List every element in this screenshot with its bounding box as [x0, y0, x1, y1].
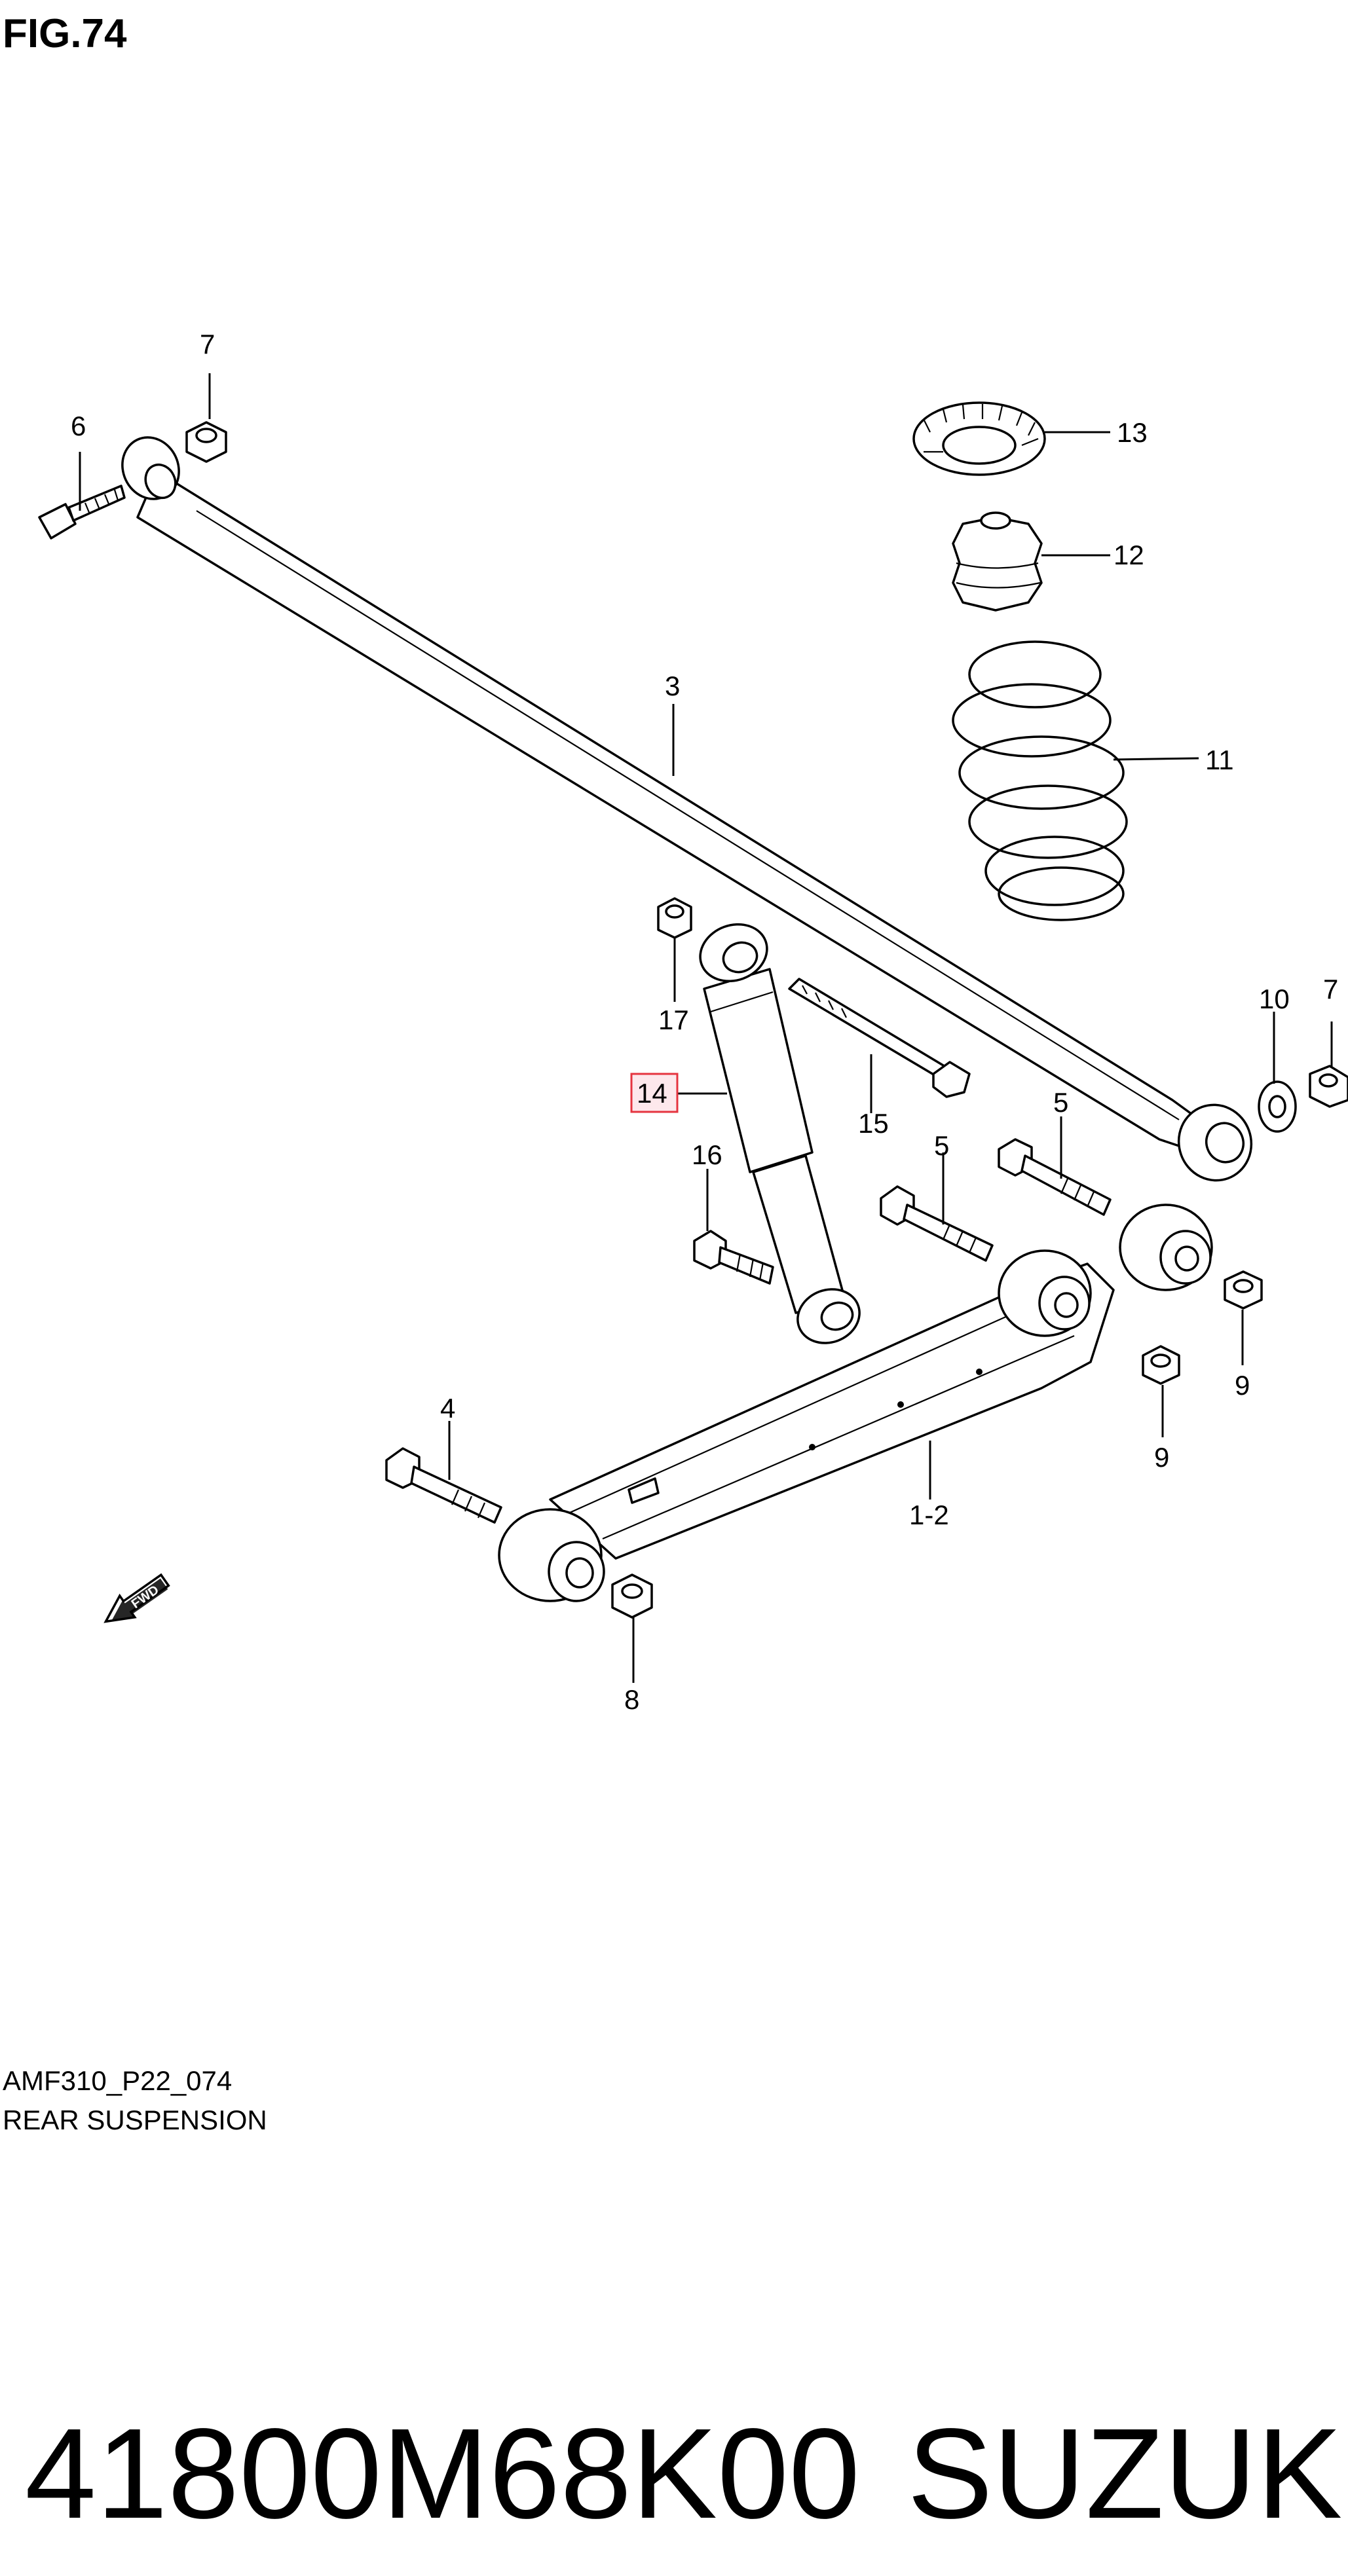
callout-1-2: 1-2	[909, 1500, 949, 1530]
callout-5-middle: 5	[934, 1130, 949, 1161]
callout-8: 8	[624, 1684, 639, 1715]
shock-absorber-14-drawing	[699, 923, 861, 1344]
callout-10: 10	[1259, 984, 1290, 1014]
callout-9-upper: 9	[1235, 1370, 1250, 1401]
bolt-5-right-drawing	[998, 1138, 1112, 1216]
figure-title: FIG.74	[3, 11, 127, 56]
brand-name: SUZUKI	[907, 2402, 1348, 2545]
bolt-16-drawing	[693, 1230, 774, 1285]
nut-7-right-drawing	[1309, 1065, 1348, 1108]
nut-7-top-drawing	[185, 421, 227, 463]
highlight-box-14	[630, 1073, 679, 1113]
callout-14: 14	[637, 1078, 667, 1109]
callout-5-right: 5	[1053, 1087, 1068, 1118]
nut-9-upper-drawing	[1224, 1270, 1263, 1310]
part-number: 41800M68K00	[25, 2402, 860, 2545]
callout-11: 11	[1205, 745, 1234, 775]
figure-code: AMF310_P22_074	[3, 2065, 232, 2096]
fwd-arrow-icon: FWD	[103, 1573, 170, 1623]
washer-10-drawing	[1258, 1080, 1297, 1133]
bump-stop-12-drawing	[952, 511, 1043, 612]
callout-3: 3	[665, 671, 680, 701]
callout-4: 4	[440, 1393, 455, 1424]
callout-12: 12	[1114, 540, 1144, 570]
nut-9-lower-drawing	[1142, 1345, 1180, 1385]
bolt-6-drawing	[38, 485, 126, 540]
nut-8-drawing	[611, 1573, 653, 1619]
callout-13: 13	[1117, 417, 1148, 448]
callout-7-top: 7	[200, 329, 215, 359]
callout-9-lower: 9	[1154, 1442, 1169, 1473]
bolt-4-drawing	[385, 1447, 502, 1524]
rear-beam-drawing	[121, 436, 1253, 1182]
bolt-5-middle-drawing	[880, 1185, 994, 1262]
bolt-15-drawing	[788, 978, 971, 1098]
coil-spring-11-drawing	[952, 640, 1128, 921]
callout-7-right: 7	[1323, 974, 1338, 1004]
callout-6: 6	[71, 411, 86, 441]
leader-lines	[79, 373, 1333, 1683]
callout-16: 16	[692, 1139, 722, 1170]
nut-17-drawing	[657, 897, 692, 939]
callout-15: 15	[858, 1108, 889, 1139]
lower-arm-drawing	[498, 1204, 1213, 1602]
spring-seat-13-drawing	[912, 401, 1046, 476]
figure-name: REAR SUSPENSION	[3, 2105, 267, 2135]
callout-17: 17	[658, 1004, 689, 1035]
